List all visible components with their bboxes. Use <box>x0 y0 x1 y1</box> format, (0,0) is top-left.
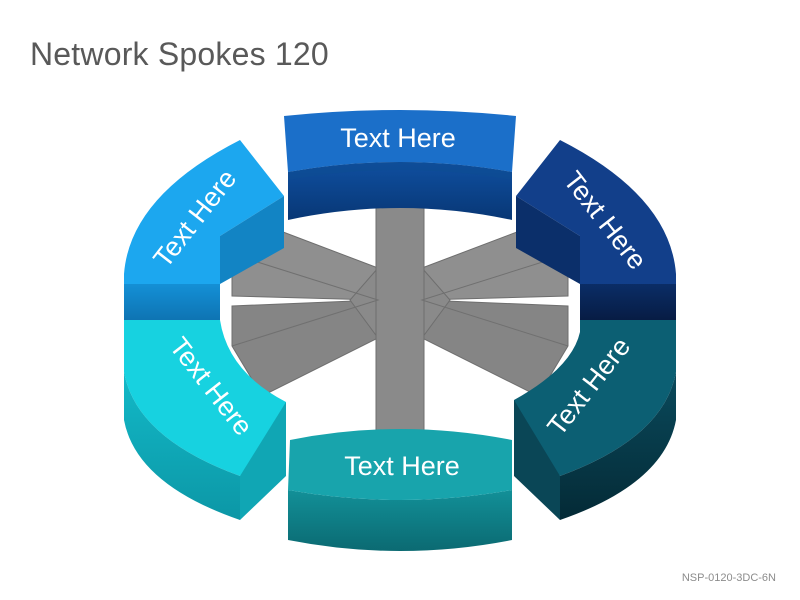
segment-top-left: Text Here <box>124 140 284 320</box>
hub-spokes <box>231 171 569 435</box>
segment-bottom: Text Here <box>288 429 512 551</box>
slide-title: Network Spokes 120 <box>30 36 329 72</box>
segment-top-right: Text Here <box>516 140 676 320</box>
slide-code: NSP-0120-3DC-6N <box>681 572 776 584</box>
segment-top: Text Here <box>284 110 516 220</box>
segment-top-label: Text Here <box>340 123 456 153</box>
spoke-vertical <box>375 171 425 435</box>
segment-bottom-label: Text Here <box>344 451 460 481</box>
